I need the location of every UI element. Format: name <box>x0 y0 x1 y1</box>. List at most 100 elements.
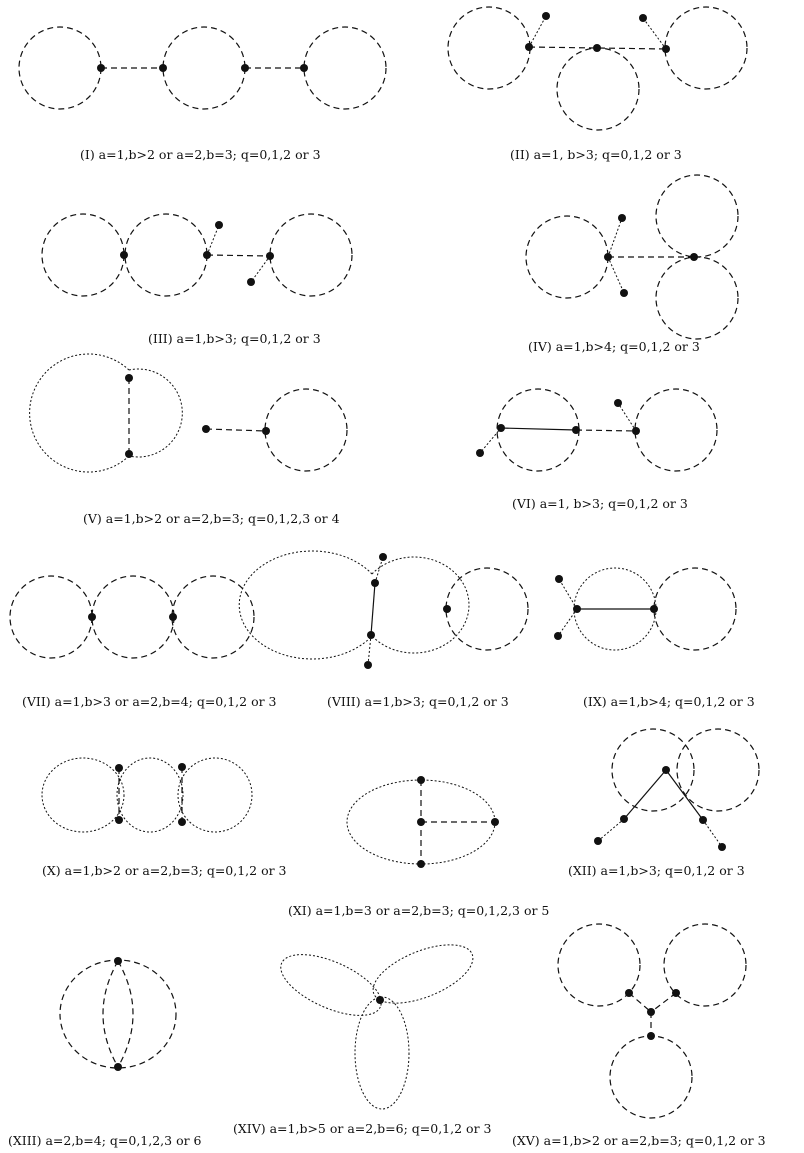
vertex <box>632 427 640 435</box>
edge <box>628 992 652 1013</box>
loop <box>557 923 641 1007</box>
diagram-XI <box>346 776 499 868</box>
vertex <box>266 252 274 260</box>
caption-XII: (XII) a=1,b>3; q=0,1,2 or 3 <box>568 863 745 878</box>
diagram-IV <box>525 174 739 340</box>
vertex <box>573 605 581 613</box>
vertex <box>247 278 255 286</box>
loop <box>124 213 208 297</box>
loop <box>162 26 246 110</box>
diagram-XII <box>594 728 760 851</box>
diagram-III <box>41 213 353 297</box>
vertex <box>114 1063 122 1071</box>
vertex <box>555 575 563 583</box>
caption-IX: (IX) a=1,b>4; q=0,1,2 or 3 <box>583 694 755 709</box>
diagram-V <box>29 353 348 473</box>
loop <box>59 959 177 1069</box>
pendant-edge <box>607 256 625 294</box>
loop <box>655 174 739 258</box>
loop <box>269 213 353 297</box>
pendant-edge <box>642 17 667 50</box>
vertex <box>178 763 186 771</box>
vertex <box>215 221 223 229</box>
vertex <box>594 837 602 845</box>
vertex <box>690 253 698 261</box>
vertex <box>620 815 628 823</box>
pendant-edge <box>557 608 578 637</box>
caption-XI: (XI) a=1,b=3 or a=2,b=3; q=0,1,2,3 or 5 <box>288 903 549 918</box>
loop <box>676 728 760 812</box>
loop <box>91 575 175 659</box>
loop <box>653 567 737 651</box>
petal <box>280 954 382 1016</box>
vertex <box>169 613 177 621</box>
vertex <box>662 45 670 53</box>
caption-VIII: (VIII) a=1,b>3; q=0,1,2 or 3 <box>327 694 509 709</box>
loop <box>611 728 695 812</box>
loop <box>41 213 125 297</box>
pendant-edge <box>374 556 384 584</box>
pendant-edge <box>702 819 723 848</box>
vertex <box>718 843 726 851</box>
diagram-II <box>447 6 748 131</box>
loop <box>371 556 470 654</box>
vertex <box>371 579 379 587</box>
edge <box>623 769 667 820</box>
pendant-edge <box>206 224 220 256</box>
vertex <box>241 64 249 72</box>
vertex <box>662 766 670 774</box>
caption-XIII: (XIII) a=2,b=4; q=0,1,2,3 or 6 <box>8 1133 202 1148</box>
diagram-IX <box>554 567 737 651</box>
pendant-edge <box>528 15 547 48</box>
diagram-X <box>41 757 253 833</box>
vertex <box>178 818 186 826</box>
vertex <box>604 253 612 261</box>
vertex <box>614 399 622 407</box>
vertex <box>202 425 210 433</box>
loop <box>41 757 125 833</box>
caption-X: (X) a=1,b>2 or a=2,b=3; q=0,1,2 or 3 <box>42 863 287 878</box>
caption-VII: (VII) a=1,b>3 or a=2,b=4; q=0,1,2 or 3 <box>22 694 277 709</box>
vertex <box>300 64 308 72</box>
vertex <box>650 605 658 613</box>
pendant-edge <box>607 217 623 258</box>
loop <box>655 256 739 340</box>
vertex <box>114 957 122 965</box>
pendant-edge <box>479 427 502 454</box>
vertex <box>620 289 628 297</box>
diagram-VI <box>476 388 718 472</box>
vertex <box>364 661 372 669</box>
loop <box>9 575 93 659</box>
vertex <box>593 44 601 52</box>
loop <box>303 26 387 110</box>
edge <box>102 960 119 1068</box>
caption-XIV: (XIV) a=1,b>5 or a=2,b=6; q=0,1,2 or 3 <box>233 1121 492 1136</box>
vertex <box>417 860 425 868</box>
diagram-I <box>18 26 387 110</box>
loop <box>525 215 609 299</box>
vertex <box>115 816 123 824</box>
vertex <box>497 424 505 432</box>
diagram-VII <box>9 575 255 659</box>
edge <box>117 960 134 1068</box>
vertex <box>699 816 707 824</box>
loop <box>29 353 130 473</box>
vertex <box>125 450 133 458</box>
vertex <box>367 631 375 639</box>
caption-III: (III) a=1,b>3; q=0,1,2 or 3 <box>148 331 321 346</box>
loop <box>556 47 640 131</box>
vertex <box>491 818 499 826</box>
vertex <box>120 251 128 259</box>
loop <box>177 757 253 833</box>
vertex <box>203 251 211 259</box>
pendant-edge <box>597 818 625 842</box>
edge <box>528 46 667 50</box>
vertex <box>476 449 484 457</box>
edge <box>575 429 637 432</box>
edge <box>500 427 577 431</box>
vertex <box>542 12 550 20</box>
vertex <box>379 553 387 561</box>
caption-XV: (XV) a=1,b>2 or a=2,b=3; q=0,1,2 or 3 <box>512 1133 766 1148</box>
diagram-XIII <box>59 957 177 1071</box>
loop <box>634 388 718 472</box>
